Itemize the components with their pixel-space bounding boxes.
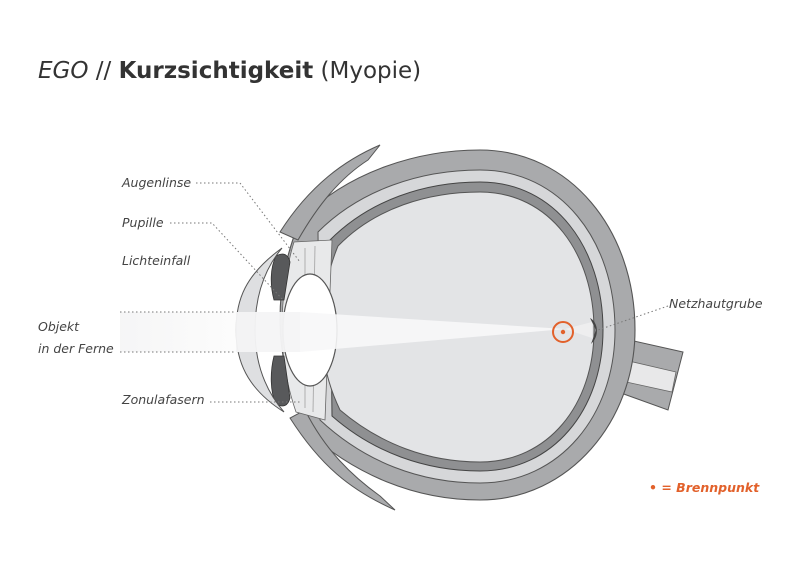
lower-eyelid [289,409,396,511]
label-pupille: Pupille [122,215,164,230]
corneal-beam-highlight [236,312,300,352]
label-objekt: Objekt [38,319,80,334]
label-netzhautgrube: Netzhautgrube [669,296,763,311]
legend-text: = Brennpunkt [661,480,760,495]
focused-light-beam [300,312,565,352]
cornea [235,247,285,413]
legend-brennpunkt: • = Brennpunkt [649,480,759,495]
leader-augenlinse [196,182,301,263]
title-main: Kurzsichtigkeit [118,58,314,84]
label-augenlinse: Augenlinse [122,175,192,190]
iris-upper [270,253,291,301]
label-lichteinfall: Lichteinfall [122,253,191,268]
label-zonulafasern: Zonulafasern [122,392,205,407]
label-in-der-ferne: in der Ferne [38,341,114,356]
title-sub: (Myopie) [320,58,422,84]
title-brand: EGO [38,58,89,84]
fovea-notch [590,318,597,344]
focal-point-dot [560,329,566,335]
leader-lines [120,182,669,403]
focal-point-ring [552,321,574,343]
title-separator: // [95,58,112,84]
legend-dot-symbol: • [649,480,657,495]
leader-netzhautgrube [597,305,669,331]
upper-eyelid [279,144,381,241]
diagram-title: EGO // Kurzsichtigkeit (Myopie) [38,58,421,84]
